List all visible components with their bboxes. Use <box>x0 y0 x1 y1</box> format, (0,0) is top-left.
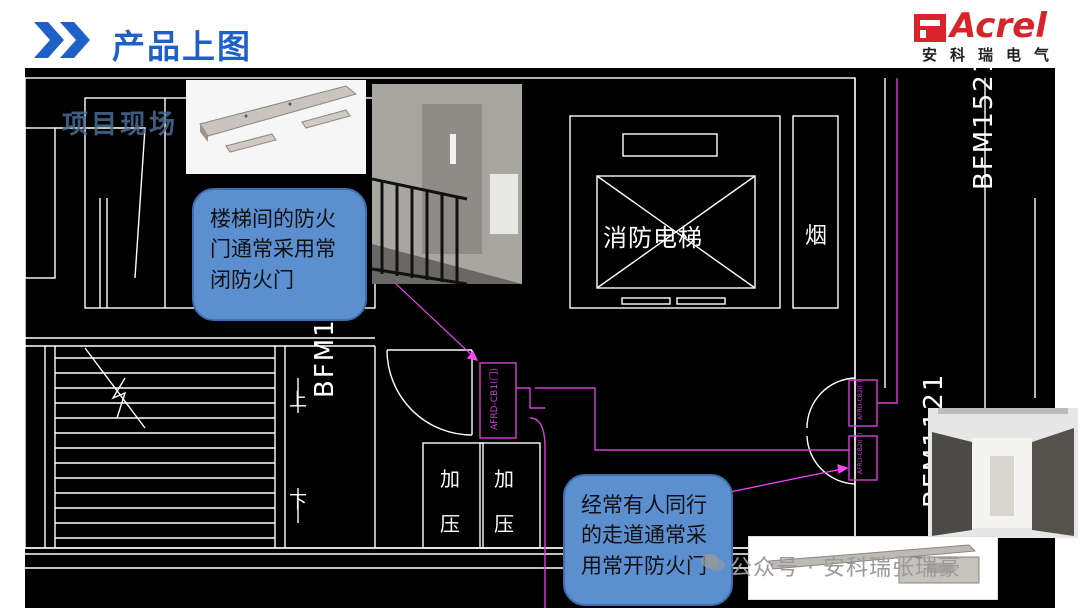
pressurization-label-2b: 压 <box>494 512 514 536</box>
callout-corridor-door: 经常有人同行的走道通常采用常开防火门 <box>563 474 733 606</box>
overlay-heading: 项目现场 <box>62 110 179 140</box>
slide-title: 产品上图 <box>112 27 252 66</box>
smoke-shaft-label: 烟 <box>805 224 828 249</box>
logo-chinese-name: 安科瑞电气 <box>922 46 1063 64</box>
pressurization-label-1b: 压 <box>440 512 460 536</box>
wechat-icon <box>701 554 725 571</box>
site-photo-stairwell <box>372 84 522 284</box>
slide-header: 产品上图 Acrel 安科瑞电气 <box>0 0 1080 68</box>
device-label-cb2-top: AFRD-CB2(门) <box>857 378 864 420</box>
product-photo-door-closer <box>748 536 998 600</box>
chevron-right-icon <box>34 22 90 58</box>
acrel-logo: Acrel 安科瑞电气 <box>912 6 1063 64</box>
logo-wordmark: Acrel <box>950 6 1047 46</box>
pressurization-label-1a: 加 <box>440 467 460 491</box>
product-photo-door-holder <box>186 80 366 174</box>
stair-down-label: 下 <box>289 492 307 513</box>
cad-drawing <box>25 77 1036 608</box>
site-photo-fire-door <box>928 408 1078 538</box>
pressurization-label-2a: 加 <box>494 467 514 491</box>
fire-door-image <box>928 408 1078 538</box>
elevator-label: 消防电梯 <box>603 224 703 252</box>
callout-stairwell-door: 楼梯间的防火门通常采用常闭防火门 <box>192 188 367 321</box>
device-label-cb1: AFRD-CB1(门) <box>490 368 500 430</box>
wechat-watermark: 公众号 · 安科瑞张瑞豪 <box>730 556 961 581</box>
cad-floor-plan: 消防电梯 烟 BFM1121 BFM1521 BFM1121 上 下 加 压 加… <box>25 68 1055 608</box>
device-label-cb2-bottom: AFRD-CB2(门) <box>857 432 864 474</box>
logo-mark-icon <box>914 14 946 42</box>
door-holder-image <box>186 80 366 174</box>
door-closer-image <box>749 537 997 599</box>
stairwell-image <box>372 84 522 284</box>
door-label-bfm1521: BFM1521 <box>969 68 999 190</box>
stair-up-label: 上 <box>289 390 307 411</box>
